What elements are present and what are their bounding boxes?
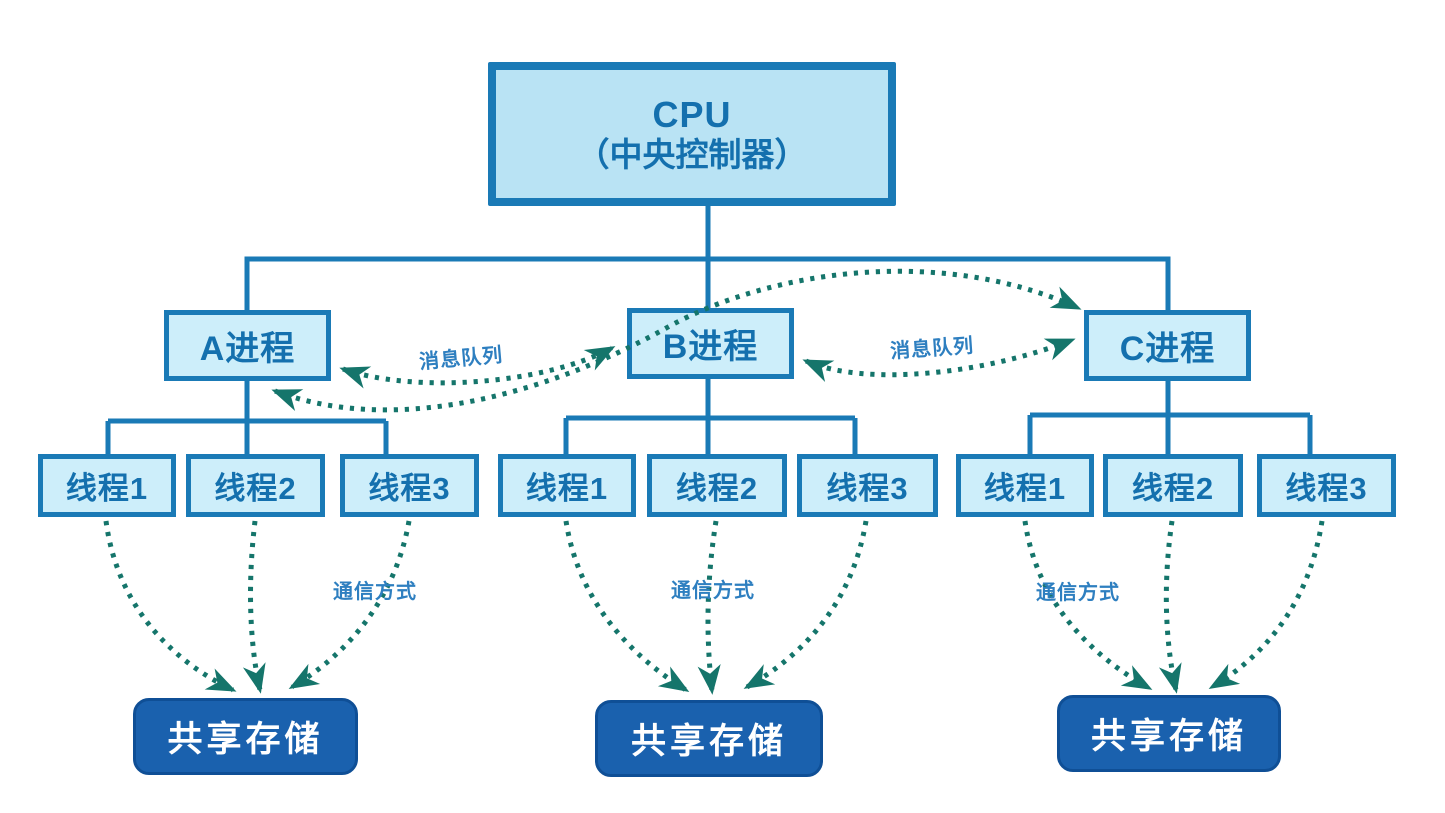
process-b-box: B进程: [627, 308, 794, 379]
message-queue-label-bc: 消息队列: [889, 335, 975, 363]
cpu-title: CPU: [652, 94, 732, 136]
comm-method-label-b: 通信方式: [671, 580, 755, 602]
shared-storage-a-box: 共享存储: [133, 698, 358, 775]
thread-storage-arrows-c: [1022, 520, 1325, 694]
thread-storage-arrows-a: [103, 520, 412, 694]
thread-c3-box: 线程3: [1257, 454, 1396, 517]
shared-storage-b-box: 共享存储: [595, 700, 823, 777]
thread-storage-arrows-b: [563, 520, 869, 695]
thread-a2-box: 线程2: [186, 454, 325, 517]
process-c-box: C进程: [1084, 310, 1251, 381]
thread-a3-box: 线程3: [340, 454, 479, 517]
thread-a1-box: 线程1: [38, 454, 176, 517]
comm-method-label-c: 通信方式: [1036, 582, 1120, 604]
cpu-subtitle: （中央控制器）: [576, 135, 808, 173]
thread-b3-box: 线程3: [797, 454, 938, 517]
process-a-box: A进程: [164, 310, 331, 381]
thread-c2-box: 线程2: [1103, 454, 1243, 517]
shared-storage-c-box: 共享存储: [1057, 695, 1281, 772]
thread-c1-box: 线程1: [956, 454, 1094, 517]
cpu-box: CPU （中央控制器）: [488, 62, 896, 206]
comm-method-label-a: 通信方式: [333, 581, 417, 603]
thread-b2-box: 线程2: [647, 454, 787, 517]
message-queue-label-ab: 消息队列: [418, 344, 505, 374]
thread-b1-box: 线程1: [498, 454, 636, 517]
